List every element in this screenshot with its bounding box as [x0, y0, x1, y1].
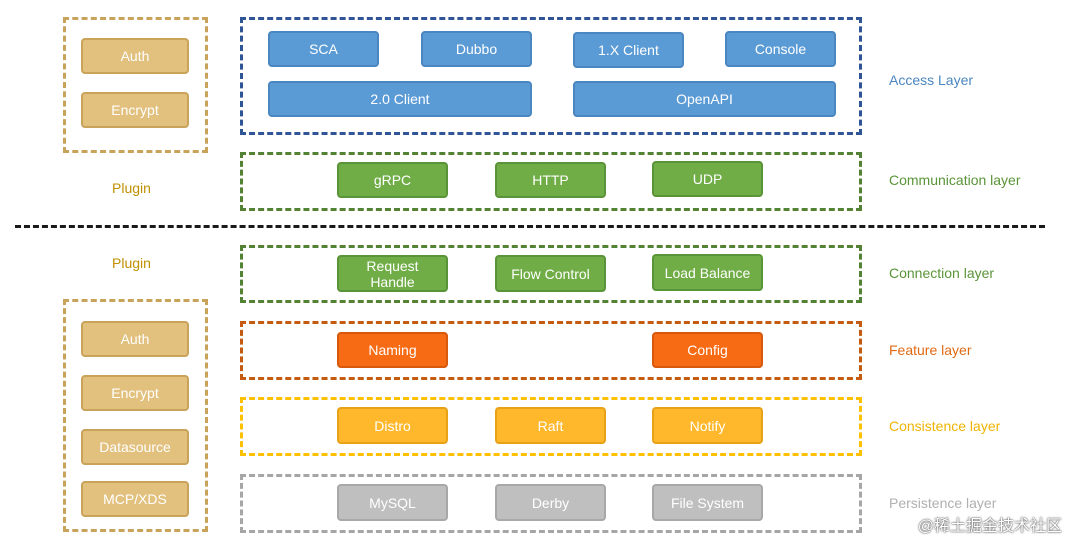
- communication-layer-label: Communication layer: [889, 172, 1021, 188]
- plugin-top-label: Plugin: [112, 180, 151, 196]
- consistence-distro: Distro: [337, 407, 448, 444]
- plugin-bottom-datasource: Datasource: [81, 429, 189, 465]
- access-sca: SCA: [268, 31, 379, 67]
- feature-layer-frame: [240, 321, 862, 380]
- plugin-bottom-frame: [63, 299, 208, 532]
- access-dubbo: Dubbo: [421, 31, 532, 67]
- comm-http: HTTP: [495, 162, 606, 198]
- connection-layer-label: Connection layer: [889, 265, 995, 281]
- plugin-top-frame: [63, 17, 208, 153]
- consistence-layer-frame: [240, 397, 862, 456]
- watermark: @稀土掘金技术社区: [917, 518, 1062, 535]
- persistence-mysql: MySQL: [337, 484, 448, 521]
- client-server-divider: [15, 225, 1045, 228]
- comm-udp: UDP: [652, 161, 763, 197]
- connection-layer-frame: [240, 245, 862, 303]
- feature-naming: Naming: [337, 332, 448, 368]
- communication-layer-frame: [240, 152, 862, 211]
- access-layer-frame: [240, 17, 862, 135]
- feature-layer-label: Feature layer: [889, 342, 972, 358]
- persistence-derby: Derby: [495, 484, 606, 521]
- comm-grpc: gRPC: [337, 162, 448, 198]
- access-console: Console: [725, 31, 836, 67]
- plugin-bottom-label: Plugin: [112, 255, 151, 271]
- access-openapi: OpenAPI: [573, 81, 836, 117]
- plugin-bottom-auth: Auth: [81, 321, 189, 357]
- consistence-layer-label: Consistence layer: [889, 418, 1001, 434]
- plugin-top-encrypt: Encrypt: [81, 92, 189, 128]
- feature-config: Config: [652, 332, 763, 368]
- plugin-bottom-encrypt: Encrypt: [81, 375, 189, 411]
- conn-flow-control: Flow Control: [495, 255, 606, 292]
- persistence-file-system: File System: [652, 484, 763, 521]
- plugin-bottom-mcp-xds: MCP/XDS: [81, 481, 189, 517]
- persistence-layer-frame: [240, 474, 862, 533]
- access-layer-label: Access Layer: [889, 72, 974, 88]
- access-2-0-client: 2.0 Client: [268, 81, 532, 117]
- plugin-top-auth: Auth: [81, 38, 189, 74]
- consistence-notify: Notify: [652, 407, 763, 444]
- conn-request-handle: Request Handle: [337, 255, 448, 292]
- conn-load-balance: Load Balance: [652, 254, 763, 291]
- persistence-layer-label: Persistence layer: [889, 495, 997, 511]
- consistence-raft: Raft: [495, 407, 606, 444]
- access-1x-client: 1.X Client: [573, 32, 684, 68]
